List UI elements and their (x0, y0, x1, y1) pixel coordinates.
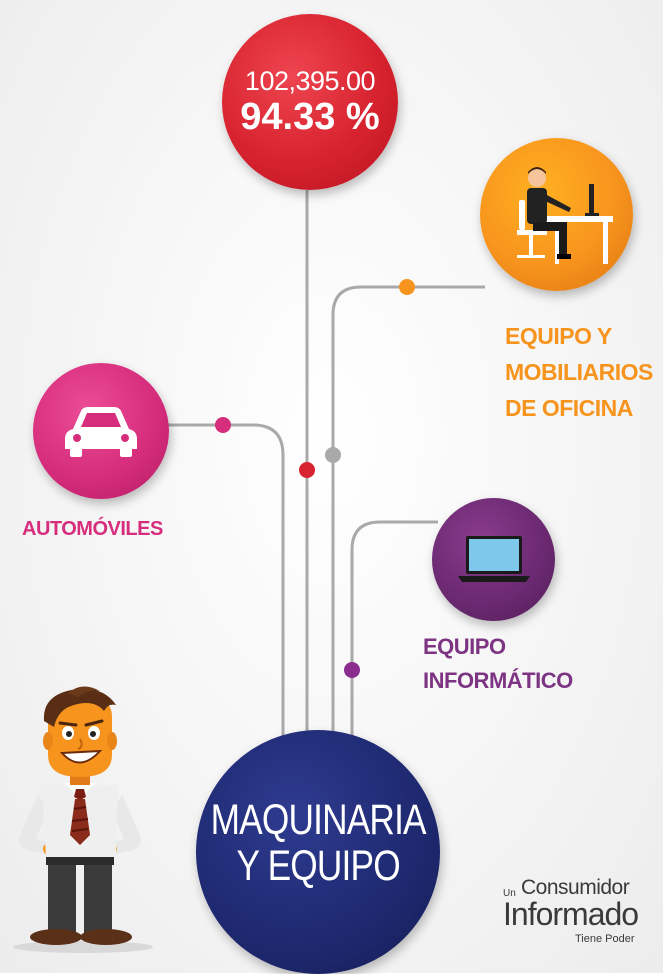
brand-consumidor: Consumidor (521, 876, 630, 899)
office-dot (399, 279, 415, 295)
auto-label: AUTOMÓVILES (22, 518, 163, 540)
brand-tiene-poder: Tiene Poder (575, 933, 635, 945)
main-circle: MAQUINARIA Y EQUIPO (196, 730, 440, 974)
office-circle (480, 138, 633, 291)
stat-circle: 102,395.00 94.33 % (222, 14, 398, 190)
brand-un: Un (503, 888, 516, 899)
main-title: MAQUINARIA Y EQUIPO (187, 797, 449, 889)
office-label-line-1: EQUIPO Y (505, 323, 612, 349)
it-dot (344, 662, 360, 678)
it-label: EQUIPO INFORMÁTICO (423, 630, 573, 698)
it-label-line-1: EQUIPO (423, 634, 506, 659)
office-label-line-2: MOBILIARIOS (505, 359, 653, 385)
stat-dot (299, 462, 315, 478)
office-connector (331, 285, 485, 740)
auto-dot (215, 417, 231, 433)
office-desk-icon (516, 166, 613, 264)
office-label: EQUIPO Y MOBILIARIOS DE OFICINA (505, 318, 653, 426)
laptop-icon (457, 535, 530, 582)
businessman-mascot-icon (13, 686, 153, 953)
it-connector (350, 520, 438, 740)
stat-amount: 102,395.00 (244, 66, 376, 96)
auto-connector (165, 423, 285, 740)
junction-dot (325, 447, 341, 463)
brand-informado: Informado (503, 896, 639, 932)
stat-percent: 94.33 % (240, 96, 380, 138)
auto-circle (33, 363, 169, 499)
main-title-line-2: Y EQUIPO (236, 842, 400, 890)
car-icon (65, 407, 137, 457)
it-label-line-2: INFORMÁTICO (423, 668, 573, 693)
it-circle (432, 498, 555, 621)
office-label-line-3: DE OFICINA (505, 395, 633, 421)
main-title-line-1: MAQUINARIA (210, 796, 426, 844)
